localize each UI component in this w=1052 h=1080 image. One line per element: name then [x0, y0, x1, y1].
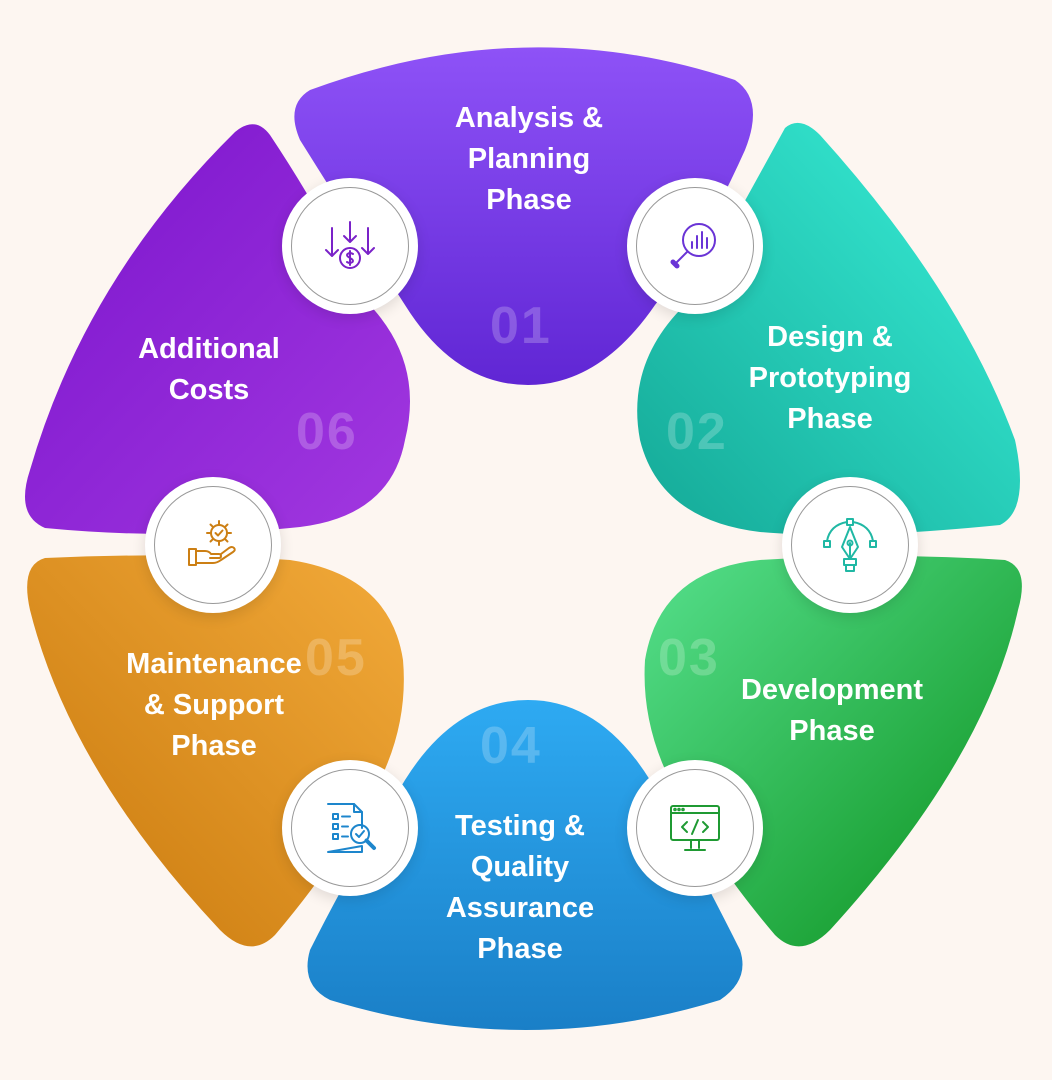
phase-03-line-1: Development: [740, 674, 924, 706]
badge-02: [782, 477, 918, 613]
cost-down-arrows-icon: [325, 221, 375, 269]
phase-01-line-3: Phase: [486, 184, 572, 216]
phase-number-02: 02: [666, 403, 728, 461]
phase-01-line-1: Analysis &: [454, 102, 604, 134]
phase-02-line-3: Phase: [787, 403, 873, 435]
code-monitor-icon: [670, 805, 720, 851]
checklist-search-icon: [327, 803, 376, 853]
phase-06-line-1: Additional: [138, 333, 280, 365]
phase-05-line-1: Maintenance: [126, 648, 302, 680]
phase-number-01: 01: [490, 297, 552, 355]
phase-label-03: Development Phase: [722, 670, 942, 752]
hand-gear-icon: [188, 520, 236, 566]
analytics-magnifier-icon: [670, 223, 716, 269]
phase-04-line-4: Phase: [477, 933, 563, 965]
phase-02-line-1: Design &: [767, 321, 893, 353]
phase-label-01: Analysis & Planning Phase: [429, 98, 629, 221]
phase-05-line-2: & Support: [143, 689, 285, 721]
phase-number-03: 03: [658, 629, 720, 687]
phase-04-line-1: Testing &: [455, 810, 585, 842]
phase-label-06: Additional Costs: [109, 329, 309, 411]
petal-04: [307, 700, 743, 1030]
badge-05: [145, 477, 281, 613]
pen-tool-bezier-icon: [823, 518, 877, 572]
phase-04-line-2: Quality: [470, 851, 570, 883]
badge-06: [282, 178, 418, 314]
phase-01-line-2: Planning: [467, 143, 591, 175]
phase-label-05: Maintenance & Support Phase: [104, 644, 324, 767]
petal-01: [294, 47, 753, 385]
phase-02-line-2: Prototyping: [748, 362, 912, 394]
phase-label-04: Testing & Quality Assurance Phase: [420, 806, 620, 970]
badge-03: [627, 760, 763, 896]
phase-05-line-3: Phase: [171, 730, 257, 762]
phase-number-04: 04: [480, 717, 542, 775]
badge-01: [627, 178, 763, 314]
phase-06-line-2: Costs: [168, 374, 250, 406]
badge-04: [282, 760, 418, 896]
phase-04-line-3: Assurance: [445, 892, 595, 924]
phase-label-02: Design & Prototyping Phase: [720, 317, 940, 440]
phase-number-05: 05: [305, 629, 367, 687]
phase-number-06: 06: [296, 403, 358, 461]
phase-03-line-2: Phase: [789, 715, 875, 747]
